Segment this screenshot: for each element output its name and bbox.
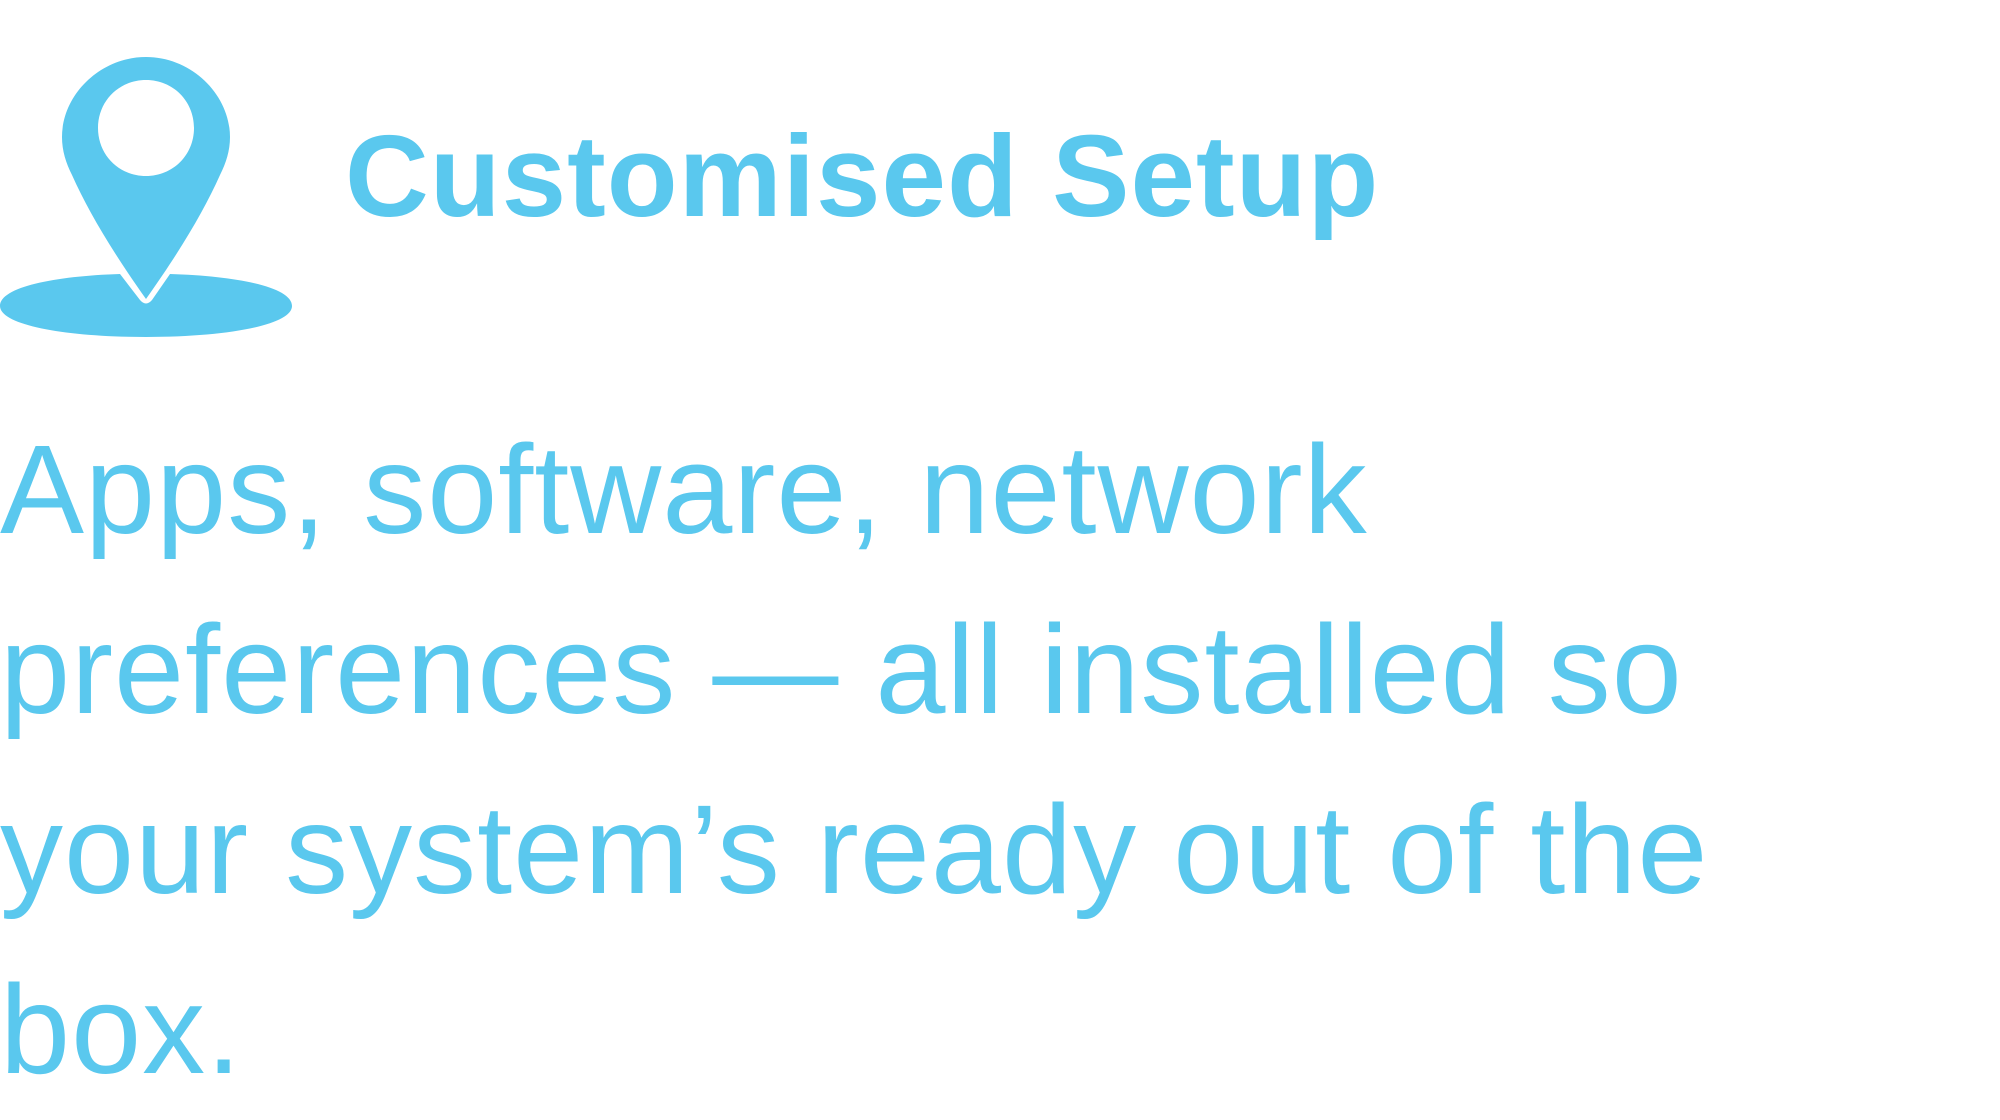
feature-title: Customised Setup	[345, 111, 1380, 241]
feature-description: Apps, software, network preferences — al…	[0, 419, 1709, 1100]
location-pin-icon	[0, 57, 292, 337]
feature-card: Customised Setup Apps, software, network…	[0, 57, 1707, 1100]
